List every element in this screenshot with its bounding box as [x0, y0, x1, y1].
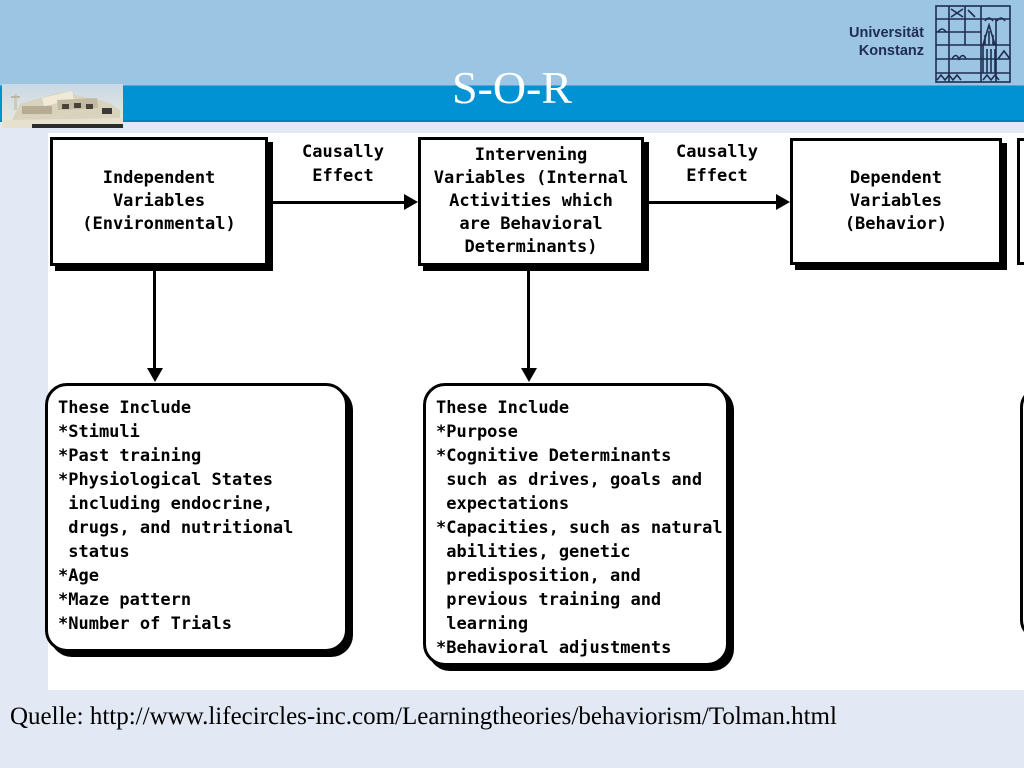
list-box-partial-right — [1020, 387, 1024, 640]
arrow-label-causally-effect-2: Causally Effect — [676, 142, 758, 186]
header-band — [0, 0, 1024, 85]
list-box-environmental-factors-text: These Include *Stimuli *Past training *P… — [58, 398, 294, 634]
arrow-down-1-line — [153, 266, 156, 368]
arrow-down-2-line — [527, 266, 530, 368]
box-independent-variables-text: Independent Variables (Environmental) — [82, 168, 236, 234]
arrow-1-head-icon — [404, 194, 418, 210]
campus-photo — [2, 84, 123, 133]
box-dependent-variables-text: Dependent Variables (Behavior) — [844, 168, 948, 234]
university-name-line2: Konstanz — [858, 43, 924, 59]
university-konstanz-logo-icon — [935, 5, 1011, 88]
box-independent-variables: Independent Variables (Environmental) — [50, 137, 268, 266]
box-partial-right — [1017, 138, 1024, 265]
box-dependent-variables: Dependent Variables (Behavior) — [790, 138, 1002, 265]
list-box-internal-factors-text: These Include *Purpose *Cognitive Determ… — [436, 398, 723, 658]
arrow-2-head-icon — [776, 194, 790, 210]
list-box-internal-factors: These Include *Purpose *Cognitive Determ… — [423, 383, 729, 666]
title-bar — [0, 85, 1024, 122]
arrow-1-line — [268, 201, 404, 204]
arrow-down-2-head-icon — [521, 368, 537, 382]
arrow-down-1-head-icon — [147, 368, 163, 382]
university-name: Universität Konstanz — [849, 24, 924, 60]
page-title: S-O-R — [451, 62, 573, 113]
box-intervening-variables: Intervening Variables (Internal Activiti… — [418, 137, 644, 266]
source-citation: Quelle: http://www.lifecircles-inc.com/L… — [10, 703, 837, 730]
university-name-line1: Universität — [849, 25, 924, 41]
arrow-2-line — [644, 201, 776, 204]
arrow-label-causally-effect-1: Causally Effect — [302, 142, 384, 186]
box-intervening-variables-text: Intervening Variables (Internal Activiti… — [433, 145, 629, 257]
list-box-environmental-factors: These Include *Stimuli *Past training *P… — [45, 383, 348, 652]
